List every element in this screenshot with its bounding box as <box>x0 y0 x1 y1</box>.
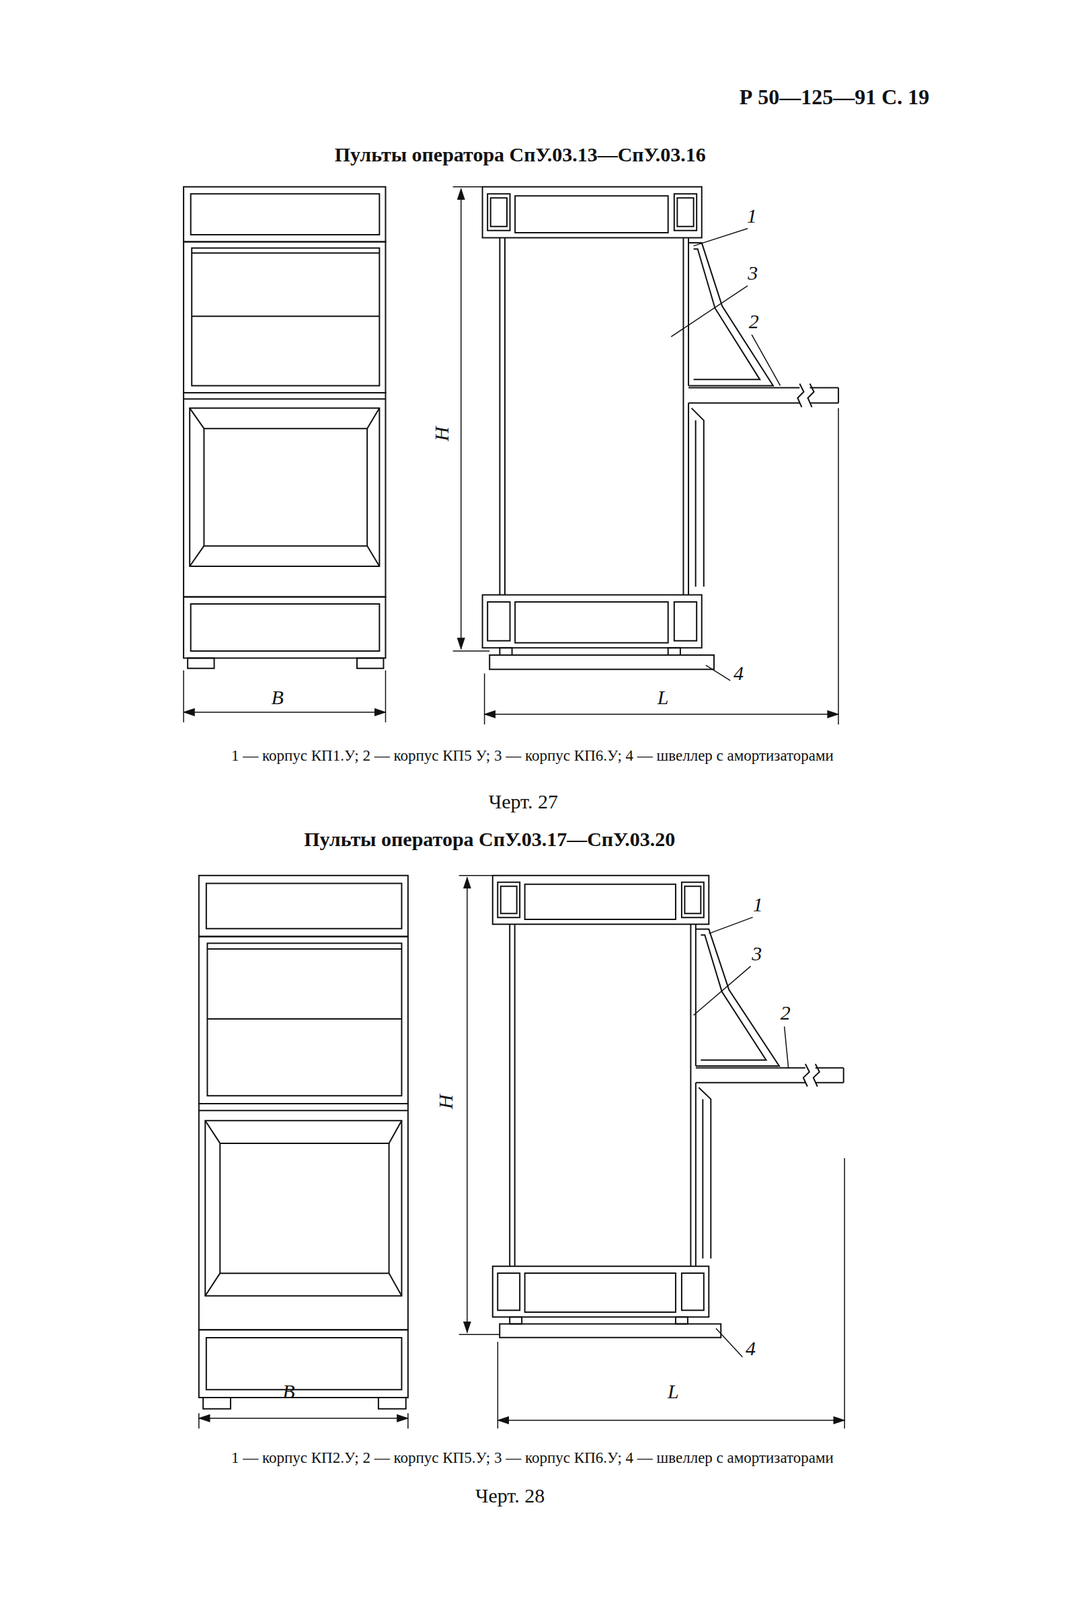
callout-number: 3 <box>751 941 762 966</box>
figure-title: Пульты оператора СпУ.03.13—СпУ.03.16 <box>334 143 706 167</box>
callout-number: 1 <box>752 892 764 917</box>
callout-number: 3 <box>747 261 758 286</box>
figure-number: Черт. 27 <box>488 789 559 814</box>
callout-number: 1 <box>746 204 758 228</box>
callout-number: 4 <box>733 661 744 686</box>
dimension-label: H <box>434 1094 458 1110</box>
dimension-label: B <box>270 685 284 710</box>
callout-number: 2 <box>780 1001 791 1025</box>
figure-number: Черт. 28 <box>475 1483 545 1508</box>
leader-lines <box>670 228 788 1357</box>
front-view <box>183 186 386 669</box>
figure-legend: 1 — корпус КП2.У; 2 — корпус КП5.У; 3 — … <box>229 1448 836 1467</box>
figure-legend: 1 — корпус КП1.У; 2 — корпус КП5 У; 3 — … <box>229 746 836 765</box>
dimension-label: L <box>667 1379 680 1404</box>
dimension-label: H <box>430 426 454 442</box>
dimension-label: B <box>282 1379 295 1404</box>
callout-number: 2 <box>748 309 760 334</box>
side-view <box>482 186 839 670</box>
dimension-label: L <box>657 685 669 710</box>
callout-number: 4 <box>745 1336 756 1361</box>
dimensions <box>183 186 845 1428</box>
figure-title: Пульты оператора СпУ.03.17—СпУ.03.20 <box>303 827 676 852</box>
page-header: Р 50—125—91 С. 19 <box>739 84 930 110</box>
